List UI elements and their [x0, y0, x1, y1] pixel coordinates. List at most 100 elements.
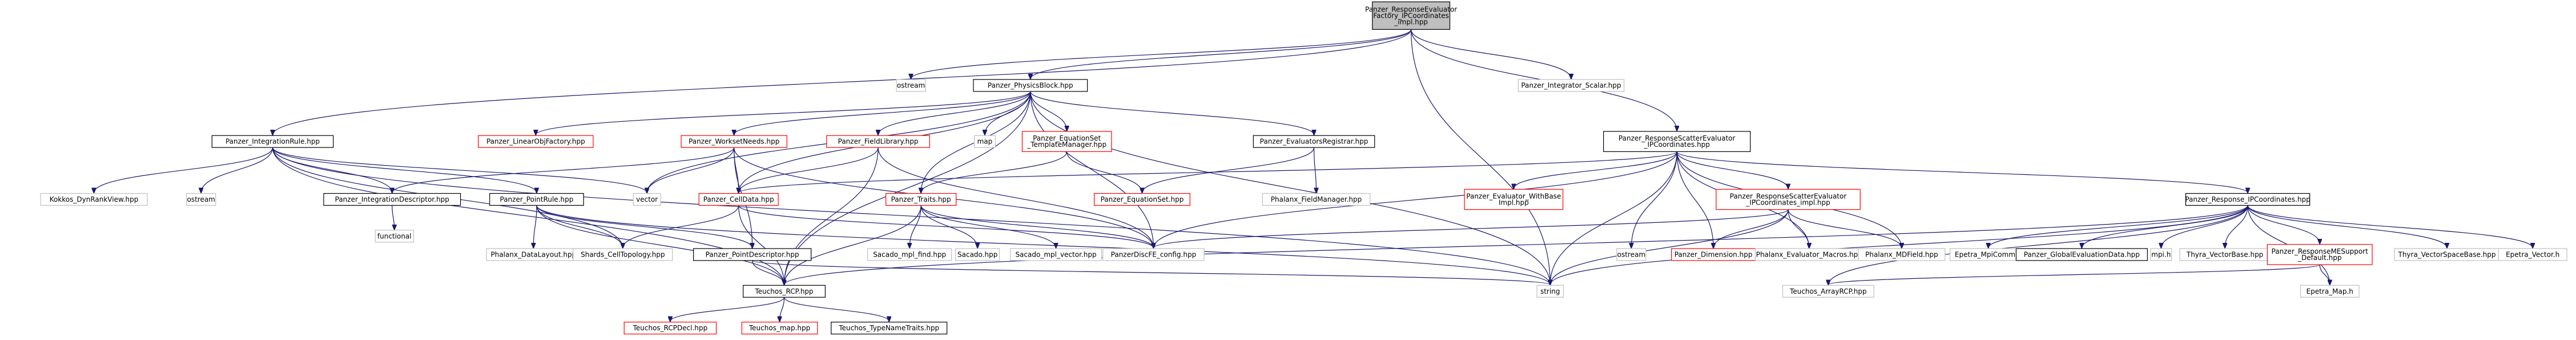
- edge-root-to-string: [1411, 29, 1551, 285]
- edge-root-to-integrator_scalar: [1411, 29, 1571, 79]
- node-ostream3: ostream: [1616, 248, 1647, 261]
- node-response-ip[interactable]: Panzer_Response_IPCoordinates.hpp: [2185, 193, 2311, 206]
- node-celldata[interactable]: Panzer_CellData.hpp: [698, 193, 779, 206]
- node-box: [1262, 193, 1371, 206]
- edge-response_ip-to-teuchos_arrayrcp: [1828, 205, 2248, 285]
- node-globaleval[interactable]: Panzer_GlobalEvaluationData.hpp: [2015, 248, 2148, 261]
- node-worksetneeds[interactable]: Panzer_WorksetNeeds.hpp: [681, 135, 787, 148]
- edge-integrationrule-to-string: [272, 147, 1551, 285]
- node-box: [1094, 193, 1190, 206]
- node-label: PanzerDiscFE_config.hpp: [1111, 250, 1197, 258]
- node-label: Panzer_LinearObjFactory.hpp: [486, 138, 585, 146]
- node-dimension[interactable]: Panzer_Dimension.hpp: [1671, 248, 1756, 261]
- node-label: Panzer_EvaluatorsRegistrar.hpp: [1260, 138, 1368, 146]
- edge-worksetneeds-to-vector: [647, 147, 735, 193]
- edge-teuchos_rcp-to-teuchos_rcpdecl: [670, 297, 785, 321]
- edge-evaluatorsregistrar-to-equationset: [1142, 147, 1315, 193]
- node-teuchos-rcpdecl[interactable]: Teuchos_RCPDecl.hpp: [623, 322, 717, 335]
- node-integrationrule[interactable]: Panzer_IntegrationRule.hpp: [211, 135, 334, 148]
- node-responsemesupport[interactable]: Panzer_ResponseMESupport_Default.hpp: [2267, 244, 2373, 265]
- edge-integrationrule-to-ostream2: [201, 147, 273, 193]
- node-label: Phalanx_FieldManager.hpp: [1271, 195, 1362, 203]
- edge-integrationrule-to-integrationdescriptor: [272, 147, 392, 193]
- node-fieldlibrary[interactable]: Panzer_FieldLibrary.hpp: [826, 135, 930, 148]
- node-pointrule[interactable]: Panzer_PointRule.hpp: [489, 193, 584, 206]
- node-evaluator-macros: Phalanx_Evaluator_Macros.hpp: [1754, 248, 1863, 261]
- edge-celldata-to-shards: [623, 205, 739, 248]
- node-equationset-tm[interactable]: Panzer_EquationSet_TemplateManager.hpp: [1021, 131, 1112, 152]
- node-evaluatorsregistrar[interactable]: Panzer_EvaluatorsRegistrar.hpp: [1253, 135, 1375, 148]
- edge-physicsblock-to-linearobjfactory: [536, 91, 1031, 135]
- node-label: _IPCoordinates_impl.hpp: [1745, 198, 1830, 206]
- edge-physicsblock-to-config: [1030, 91, 1154, 248]
- node-box: [1021, 131, 1112, 152]
- node-label: Panzer_ResponseEvaluator: [1365, 5, 1457, 13]
- node-box: [323, 193, 461, 206]
- node-teuchos-typename[interactable]: Teuchos_TypeNameTraits.hpp: [831, 322, 948, 335]
- node-label: Teuchos_map.hpp: [748, 324, 810, 332]
- node-epetra-map: Epetra_Map.h: [2300, 285, 2360, 298]
- edge-pointrule-to-shards: [536, 205, 623, 248]
- node-label: Panzer_ResponseScatterEvaluator: [1730, 192, 1847, 200]
- node-label: Panzer_PhysicsBlock.hpp: [988, 82, 1073, 90]
- edge-traits-to-config: [920, 205, 1153, 248]
- node-rsevaluator-impl[interactable]: Panzer_ResponseScatterEvaluator_IPCoordi…: [1716, 189, 1861, 210]
- node-box: [211, 135, 334, 148]
- edge-teuchos_rcp-to-teuchos_typename: [783, 297, 889, 321]
- edge-fieldlibrary-to-config: [878, 147, 1153, 248]
- node-label: Panzer_EquationSet.hpp: [1101, 195, 1184, 203]
- node-label: _IPCoordinates.hpp: [1643, 141, 1709, 149]
- node-box: [1603, 131, 1751, 152]
- edge-root-to-ostream1: [911, 29, 1412, 79]
- edge-rsevaluator-to-config: [1153, 151, 1677, 248]
- edge-teuchos_rcp-to-teuchos_map: [780, 297, 785, 321]
- node-box: [1518, 79, 1625, 92]
- node-mdfield: Phalanx_MDField.hpp: [1858, 248, 1946, 261]
- node-label: Panzer_ResponseScatterEvaluator: [1619, 134, 1736, 142]
- node-box: [2300, 285, 2360, 298]
- edge-fieldlibrary-to-celldata: [739, 147, 879, 193]
- edge-integrationdescriptor-to-functional: [392, 205, 395, 229]
- edge-rsevaluator-to-response_ip: [1676, 151, 2248, 193]
- node-rsevaluator[interactable]: Panzer_ResponseScatterEvaluator_IPCoordi…: [1603, 131, 1751, 152]
- node-label: Shards_CellTopology.hpp: [581, 250, 665, 258]
- node-kokkos-dynrank: Kokkos_DynRankView.hpp: [40, 193, 148, 206]
- node-label: ostream: [897, 82, 925, 90]
- node-label: vector: [636, 195, 658, 203]
- node-physicsblock[interactable]: Panzer_PhysicsBlock.hpp: [973, 79, 1088, 92]
- node-box: [1253, 135, 1375, 148]
- edge-rsevaluator_impl-to-evaluator_macros: [1788, 209, 1809, 248]
- node-config: PanzerDiscFE_config.hpp: [1102, 248, 1205, 261]
- node-label: _Default.hpp: [2297, 254, 2342, 262]
- file-nodes: Panzer_ResponseEvaluatorFactory_IPCoordi…: [40, 1, 2567, 335]
- node-integrationdescriptor[interactable]: Panzer_IntegrationDescriptor.hpp: [323, 193, 461, 206]
- node-box: [831, 322, 948, 335]
- node-box: [633, 193, 661, 206]
- node-map: map: [973, 135, 996, 148]
- edge-pointrule-to-dataLayout: [533, 205, 537, 248]
- node-pointdescriptor[interactable]: Panzer_PointDescriptor.hpp: [693, 248, 812, 261]
- edge-root-to-integrationrule: [273, 29, 1412, 135]
- node-label: Panzer_PointDescriptor.hpp: [706, 250, 799, 258]
- node-ostream2: ostream: [186, 193, 216, 206]
- edge-worksetneeds-to-celldata: [734, 147, 739, 193]
- node-linearobjfactory[interactable]: Panzer_LinearObjFactory.hpp: [478, 135, 594, 148]
- node-dataLayout: Phalanx_DataLayout.hpp: [486, 248, 581, 261]
- node-label: Kokkos_DynRankView.hpp: [50, 195, 139, 203]
- node-teuchos-map[interactable]: Teuchos_map.hpp: [741, 322, 818, 335]
- node-equationset[interactable]: Panzer_EquationSet.hpp: [1094, 193, 1190, 206]
- node-label: Panzer_Evaluator_WithBase: [1466, 192, 1561, 200]
- node-box: [826, 135, 930, 148]
- node-label: Epetra_MpiComm.h: [1955, 250, 2022, 258]
- node-shards: Shards_CellTopology.hpp: [573, 248, 673, 261]
- node-teuchos-rcp[interactable]: Teuchos_RCP.hpp: [743, 285, 826, 298]
- node-sacado-vector: Sacado_mpl_vector.hpp: [1010, 248, 1102, 261]
- node-label: Teuchos_RCPDecl.hpp: [633, 324, 708, 332]
- node-traits[interactable]: Panzer_Traits.hpp: [886, 193, 957, 206]
- edge-response_ip-to-thyra_vectorspace: [2247, 205, 2447, 248]
- node-label: mpi.h: [2151, 250, 2171, 258]
- node-box: [1464, 189, 1564, 210]
- edge-rsevaluator-to-string: [1550, 151, 1677, 285]
- edge-traits-to-sacado_vector: [920, 205, 1056, 248]
